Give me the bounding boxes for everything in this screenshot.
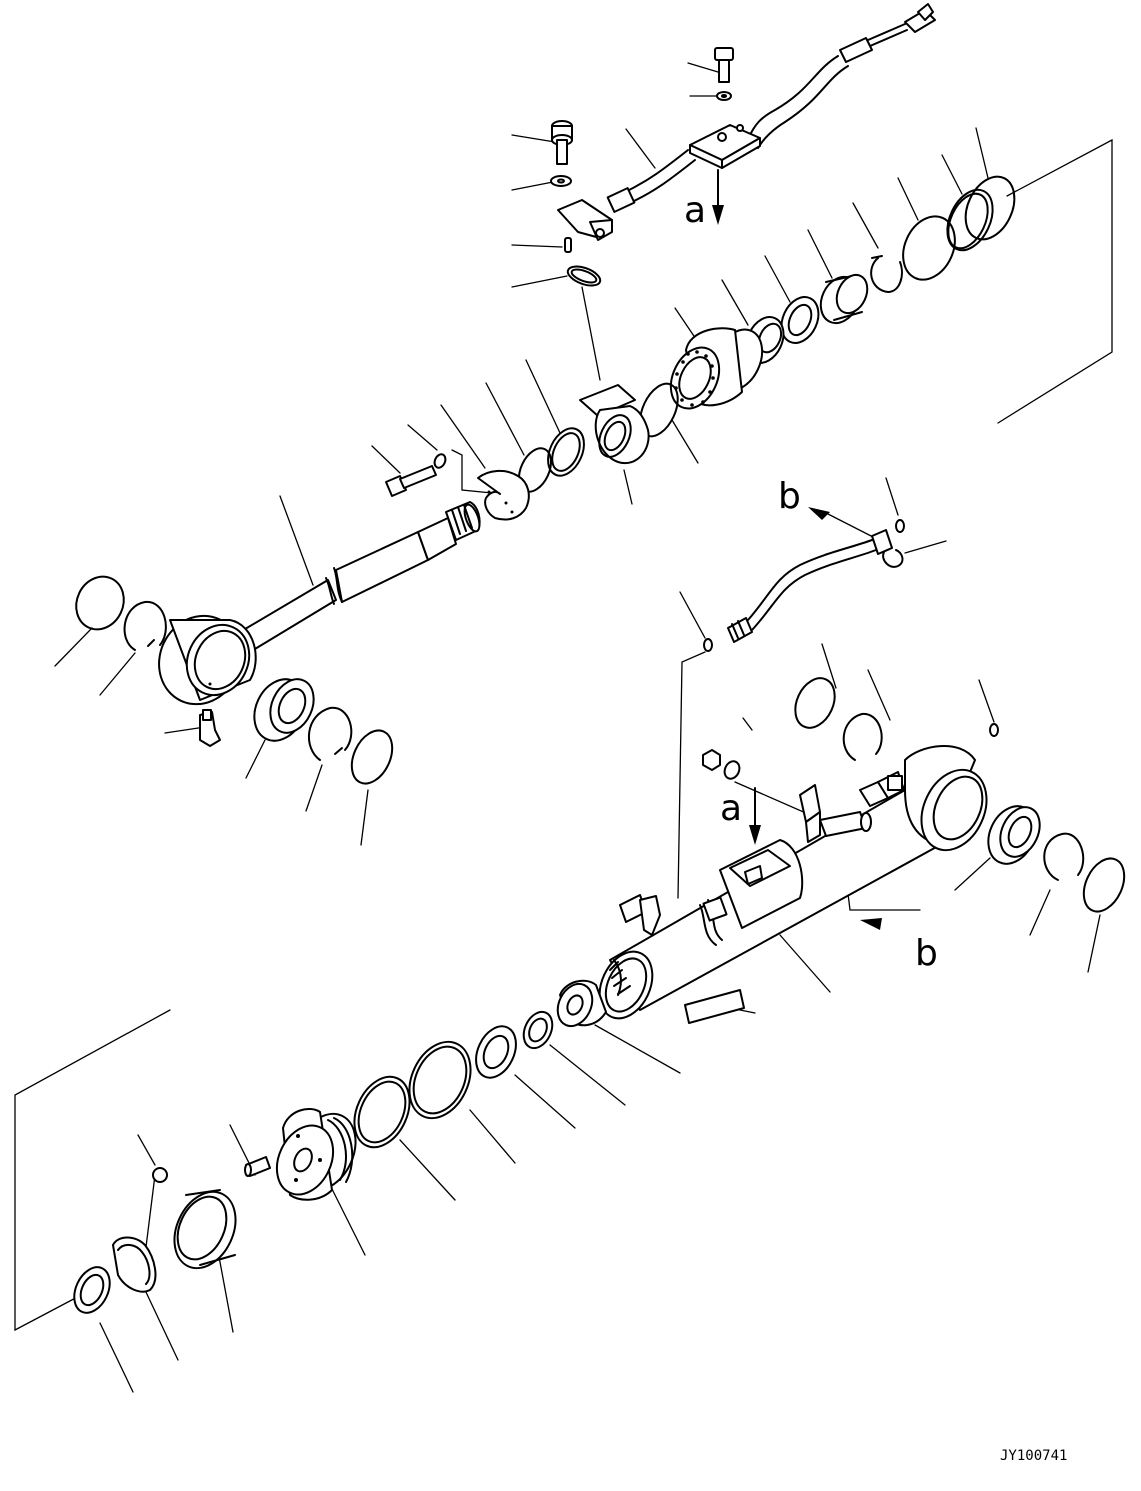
leader-lines	[54, 62, 1101, 1393]
label-a-bottom: a	[720, 788, 742, 829]
label-b-top: b	[778, 476, 801, 517]
stroke-sensor-assembly: a	[550, 3, 936, 287]
label-a-top: a	[684, 190, 706, 231]
label-b-bottom: b	[915, 933, 938, 974]
drawing-code: JY100741	[1000, 1448, 1067, 1464]
cylinder-head-parts	[385, 175, 1016, 521]
bleed-pipe: b	[727, 476, 904, 643]
piston-parts	[73, 979, 607, 1314]
piston-rod	[158, 501, 481, 706]
connection-lines	[14, 138, 1113, 1332]
rod-eye-parts	[75, 575, 394, 785]
cylinder-tube: a b	[598, 519, 1126, 1024]
